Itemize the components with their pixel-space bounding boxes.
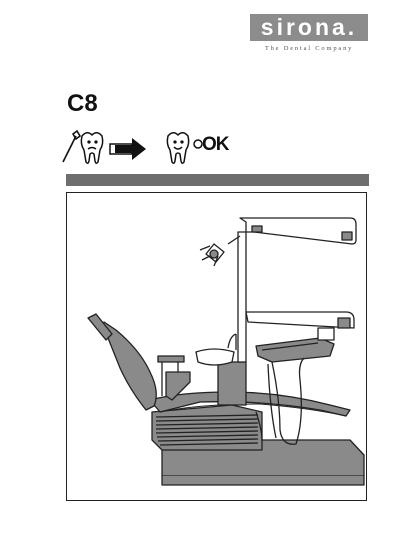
arrow-right-icon <box>109 138 146 160</box>
sad-tooth-icon <box>80 132 104 165</box>
chair-headrest <box>87 313 113 341</box>
illustration-frame <box>66 192 367 501</box>
light-arm <box>239 217 357 245</box>
brand-tagline: The Dental Company <box>264 45 354 52</box>
brand-logo: sirona. <box>250 14 368 41</box>
dentist-arm <box>245 311 355 329</box>
light-post <box>237 231 247 363</box>
wrench-icon <box>62 129 82 163</box>
dentist-element <box>255 337 335 363</box>
gray-divider-bar <box>66 174 369 186</box>
water-unit <box>217 361 247 406</box>
instrument-hoses <box>271 357 305 445</box>
repair-pictogram <box>62 129 203 165</box>
model-title: C8 <box>67 90 98 117</box>
lift-bellows <box>151 404 263 451</box>
happy-tooth-icon <box>166 132 190 165</box>
armrest <box>165 371 191 401</box>
ok-label: OK <box>202 134 229 155</box>
spittoon-bowl <box>195 348 235 366</box>
operating-light-icon <box>199 235 241 267</box>
